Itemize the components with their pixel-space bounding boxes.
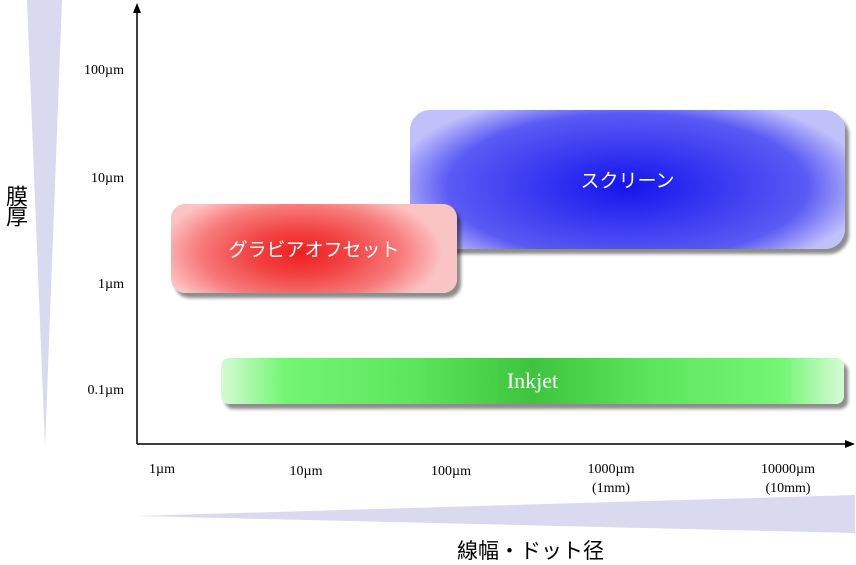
x-tick-100um: 100µm: [406, 462, 496, 481]
region-gravure-offset: グラビアオフセット: [171, 204, 457, 293]
region-inkjet-label: Inkjet: [506, 368, 559, 393]
region-inkjet: Inkjet: [221, 358, 844, 404]
x-tick-10um: 10µm: [261, 462, 351, 481]
y-axis-arrow-icon: [133, 3, 141, 13]
x-tick-1000um: 1000µm (1mm): [566, 460, 656, 498]
x-tick-10mm-label: (10mm): [765, 481, 811, 496]
y-axis-title: 膜厚: [2, 185, 27, 225]
x-width-wedge: [137, 495, 855, 533]
x-tick-100um-label: 100µm: [431, 464, 471, 479]
y-tick-0.1um: 0.1µm: [87, 383, 124, 398]
x-tick-1um: 1µm: [117, 460, 207, 479]
region-gravure-offset-label: グラビアオフセット: [228, 239, 400, 261]
x-tick-1um-label: 1µm: [149, 462, 175, 477]
x-tick-1000um-label: 1000µm: [587, 462, 635, 477]
region-screen: スクリーン: [410, 110, 845, 249]
x-axis-arrow-icon: [845, 440, 855, 448]
y-tick-100um: 100µm: [84, 63, 124, 78]
y-thickness-wedge: [27, 0, 62, 447]
x-tick-10000um: 10000µm (10mm): [743, 460, 833, 498]
x-tick-10um-label: 10µm: [289, 464, 323, 479]
y-tick-10um: 10µm: [91, 171, 124, 186]
region-screen-label: スクリーン: [580, 170, 675, 192]
x-axis-title: 線幅・ドット径: [457, 539, 604, 563]
x-tick-1mm-label: (1mm): [591, 481, 631, 496]
x-tick-10000um-label: 10000µm: [761, 462, 815, 477]
y-tick-1um: 1µm: [98, 277, 124, 292]
